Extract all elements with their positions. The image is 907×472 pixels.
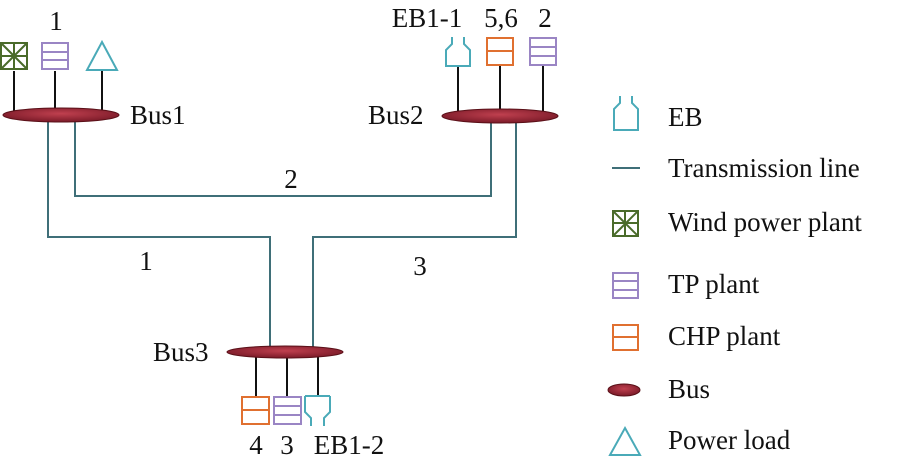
bus3-chp-label: 4 — [249, 430, 263, 460]
legend-wind-label: Wind power plant — [668, 207, 862, 237]
tp-plant-icon — [529, 37, 557, 66]
bus3-label: Bus3 — [153, 337, 209, 367]
power-load-icon — [85, 39, 119, 71]
legend-eb-icon — [613, 96, 639, 131]
chp-plant-icon — [241, 396, 270, 425]
eb-icon — [445, 37, 471, 67]
bus2-chp-label: 5,6 — [484, 3, 518, 33]
wind-icon — [0, 42, 28, 70]
legend-load-icon — [608, 425, 642, 456]
transmission-line-3 — [312, 115, 517, 352]
bus1-label: Bus1 — [130, 100, 186, 130]
transmission-line-1 — [47, 115, 271, 352]
chp-plant-icon — [486, 37, 514, 66]
bus3-tp-label: 3 — [280, 430, 294, 460]
bus2-group: EB1-1 5,6 2 Bus2 — [368, 3, 559, 130]
line-3-label: 3 — [413, 251, 427, 281]
legend-line-label: Transmission line — [668, 153, 860, 183]
line-2-label: 2 — [284, 164, 298, 194]
bus1-ellipse — [2, 107, 120, 123]
bus3-eb-label: EB1-2 — [314, 430, 385, 460]
bus2-tp-label: 2 — [538, 3, 552, 33]
bus1-group: 1 Bus1 — [0, 6, 186, 130]
legend-chp-label: CHP plant — [668, 321, 781, 351]
eb-icon — [304, 396, 331, 426]
bus1-gen-number: 1 — [49, 6, 63, 36]
bus2-ellipse — [441, 108, 559, 124]
legend-bus-icon — [607, 383, 641, 397]
line-1-label: 1 — [139, 246, 153, 276]
legend-tp-label: TP plant — [668, 269, 760, 299]
bus2-label: Bus2 — [368, 100, 424, 130]
legend-wind-icon — [612, 210, 639, 237]
legend-eb-label: EB — [668, 102, 703, 132]
legend: EB Transmission line Wind power plant TP… — [607, 96, 862, 456]
legend-tp-icon — [612, 272, 639, 299]
bus3-ellipse — [226, 345, 344, 359]
bus2-eb-label: EB1-1 — [392, 3, 463, 33]
legend-bus-label: Bus — [668, 374, 710, 404]
legend-load-label: Power load — [668, 425, 791, 455]
tp-plant-icon — [273, 396, 302, 425]
transmission-lines — [47, 115, 517, 352]
transmission-line-2 — [74, 115, 492, 197]
bus3-group: 4 3 EB1-2 Bus3 — [153, 337, 384, 460]
legend-chp-icon — [612, 324, 639, 351]
tp-plant-icon — [41, 42, 69, 70]
